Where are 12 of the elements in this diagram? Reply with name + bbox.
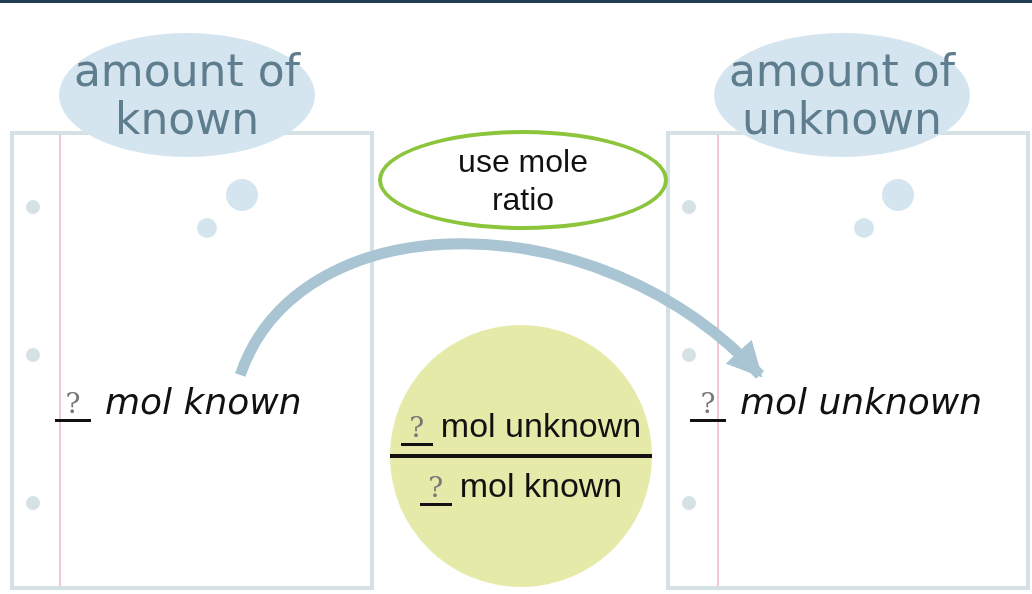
unit-label: mol unknown — [740, 380, 983, 422]
bubble-label: amount of known — [72, 47, 302, 143]
curved-arrow — [235, 238, 764, 379]
unit-label: mol known — [105, 380, 302, 422]
unit-label: mol unknown — [440, 406, 642, 444]
unit-label: mol known — [459, 466, 623, 504]
bubble-label: amount of unknown — [727, 47, 957, 143]
blank-line: ? — [55, 388, 91, 422]
step-label: use mole ratio — [457, 142, 589, 218]
blank-line: ? — [400, 413, 433, 446]
blank-line: ? — [690, 388, 726, 422]
blank-line: ? — [419, 473, 452, 506]
